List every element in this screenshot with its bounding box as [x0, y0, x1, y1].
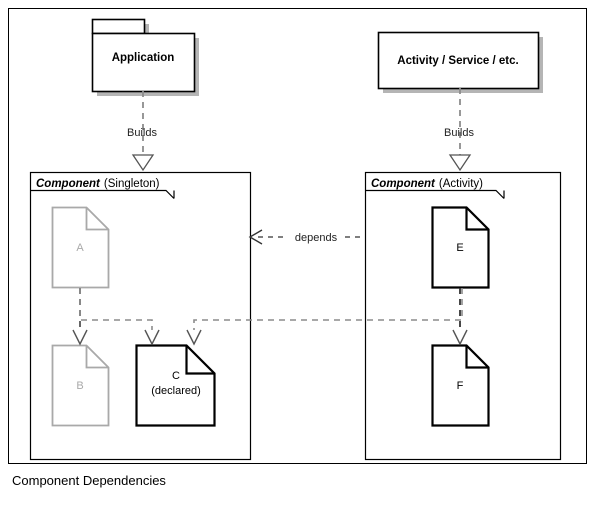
node-b-fold: [85, 345, 109, 369]
edge-e-to-f-arrowhead: [452, 329, 468, 346]
node-f-label: F: [457, 380, 464, 392]
component-activity-title: Component(Activity): [371, 178, 483, 190]
activity-service-label: Activity / Service / etc.: [397, 55, 518, 67]
node-f[interactable]: F: [431, 344, 490, 427]
edge-application-builds-arrowhead: [131, 154, 155, 172]
edge-activity-builds-arrowhead: [448, 154, 472, 172]
component-activity-stereotype: Component: [371, 178, 436, 190]
application-label: Application: [112, 52, 175, 64]
node-f-shape: [431, 344, 490, 427]
package-activity-service[interactable]: Activity / Service / etc.: [377, 31, 544, 94]
package-application[interactable]: Application: [91, 18, 200, 97]
component-singleton-name: (Singleton): [104, 178, 160, 190]
node-e-shape: [431, 206, 490, 289]
diagram-caption: Component Dependencies: [12, 473, 166, 488]
component-activity-header-divider: [365, 189, 505, 199]
edge-e-to-f: [452, 288, 468, 346]
node-c-label: C: [172, 370, 180, 382]
component-singleton-title: Component(Singleton): [36, 178, 160, 190]
component-singleton-header-divider: [30, 189, 175, 199]
edge-a-to-b-arrowhead: [72, 329, 88, 346]
node-f-fold: [465, 345, 489, 369]
node-e[interactable]: E: [431, 206, 490, 289]
edge-a-to-c-arrowhead: [144, 329, 160, 346]
node-e-fold: [465, 207, 489, 231]
node-e-label: E: [456, 242, 463, 254]
edge-e-to-c-arrowhead: [186, 329, 202, 346]
edge-e-to-c-line: [193, 288, 463, 330]
edge-depends-arrowhead: [248, 229, 263, 245]
component-singleton-stereotype: Component: [36, 178, 101, 190]
node-a-label: A: [76, 242, 84, 254]
node-c-shape: [135, 344, 216, 427]
edge-a-to-b: [72, 288, 88, 346]
node-c-fold: [185, 345, 215, 375]
edge-depends-label: depends: [295, 232, 338, 244]
application-tab: [91, 18, 146, 35]
edge-application-builds: Builds: [127, 91, 157, 172]
node-a[interactable]: A: [51, 206, 110, 289]
node-b-shape: [51, 344, 110, 427]
edge-application-builds-label: Builds: [127, 127, 157, 139]
node-b-label: B: [76, 380, 83, 392]
edge-e-to-c: [186, 288, 463, 346]
node-a-shape: [51, 206, 110, 289]
component-activity-name: (Activity): [439, 178, 483, 190]
edge-a-to-c-line: [79, 288, 153, 330]
application-body: [91, 32, 196, 93]
edge-depends: depends: [248, 229, 365, 245]
edge-a-to-c: [79, 288, 160, 346]
activity-service-body: [377, 31, 540, 90]
edge-activity-builds: Builds: [444, 88, 474, 172]
node-b[interactable]: B: [51, 344, 110, 427]
node-a-fold: [85, 207, 109, 231]
node-c-sublabel: (declared): [151, 385, 201, 397]
node-c[interactable]: C (declared): [135, 344, 216, 427]
edge-activity-builds-label: Builds: [444, 127, 474, 139]
